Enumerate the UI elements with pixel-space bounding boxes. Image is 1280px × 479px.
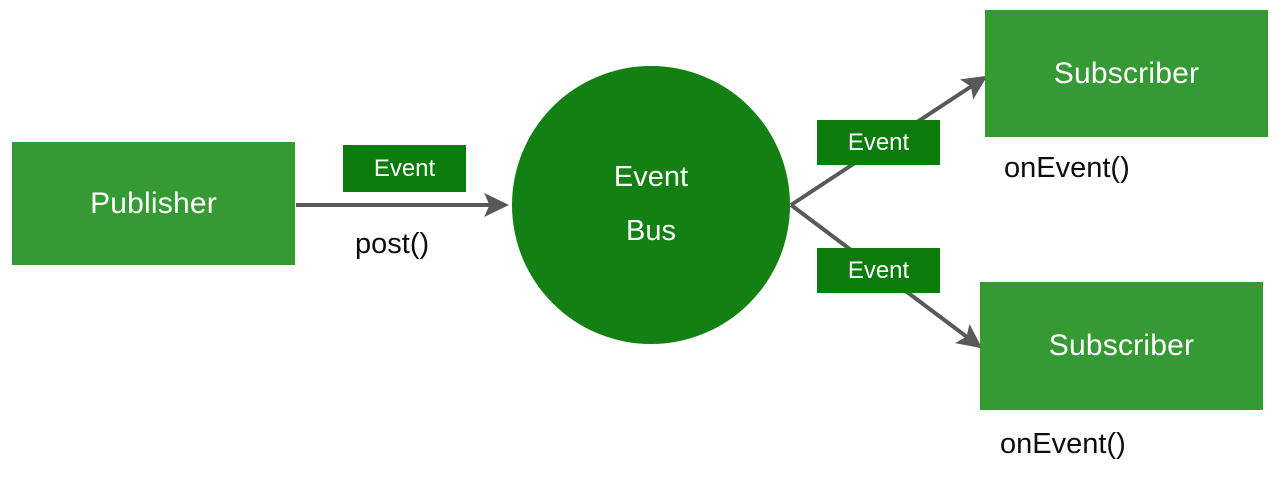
badge-event-bus-to-subscriber-top-label: Event (847, 128, 910, 156)
badge-event-publisher-to-bus-label: Event (373, 154, 436, 182)
node-subscriber-top-label: Subscriber (1053, 56, 1200, 90)
node-subscriber-bottom[interactable]: Subscriber (980, 282, 1263, 410)
node-event-bus-label-line1: Event (613, 161, 689, 194)
badge-event-bus-to-subscriber-bottom-label: Event (847, 256, 910, 284)
node-subscriber-top[interactable]: Subscriber (985, 10, 1268, 137)
node-publisher-label: Publisher (90, 186, 217, 220)
label-on-event-method-top: onEvent() (1004, 152, 1130, 184)
node-publisher[interactable]: Publisher (12, 142, 295, 265)
node-subscriber-bottom-label: Subscriber (1048, 329, 1195, 362)
badge-event-publisher-to-bus[interactable]: Event (343, 145, 466, 192)
node-event-bus-label-line2: Bus (626, 215, 676, 247)
badge-event-bus-to-subscriber-top[interactable]: Event (817, 120, 940, 165)
badge-event-bus-to-subscriber-bottom[interactable]: Event (817, 248, 940, 293)
label-on-event-method-bottom: onEvent() (1000, 428, 1126, 460)
node-event-bus[interactable]: Event Bus (512, 66, 790, 344)
label-post-method: post() (355, 228, 430, 260)
